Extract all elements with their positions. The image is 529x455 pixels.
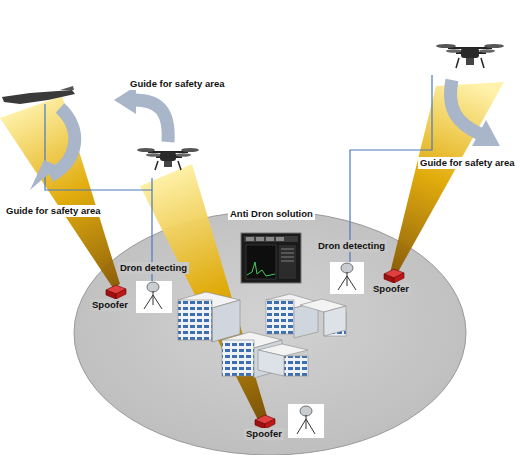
detecting-label: Dron detecting (118, 262, 189, 274)
guide-label: Guide for safety area (128, 78, 227, 90)
spoofer-label: Spoofer (90, 299, 130, 311)
detecting-label: Dron detecting (316, 240, 387, 252)
guide-label: Guide for safety area (418, 157, 517, 169)
guide-label: Guide for safety area (4, 205, 103, 217)
spoofer-label: Spoofer (371, 283, 411, 295)
spoofer-label: Spoofer (244, 428, 284, 440)
solution-label: Anti Dron solution (228, 208, 315, 220)
